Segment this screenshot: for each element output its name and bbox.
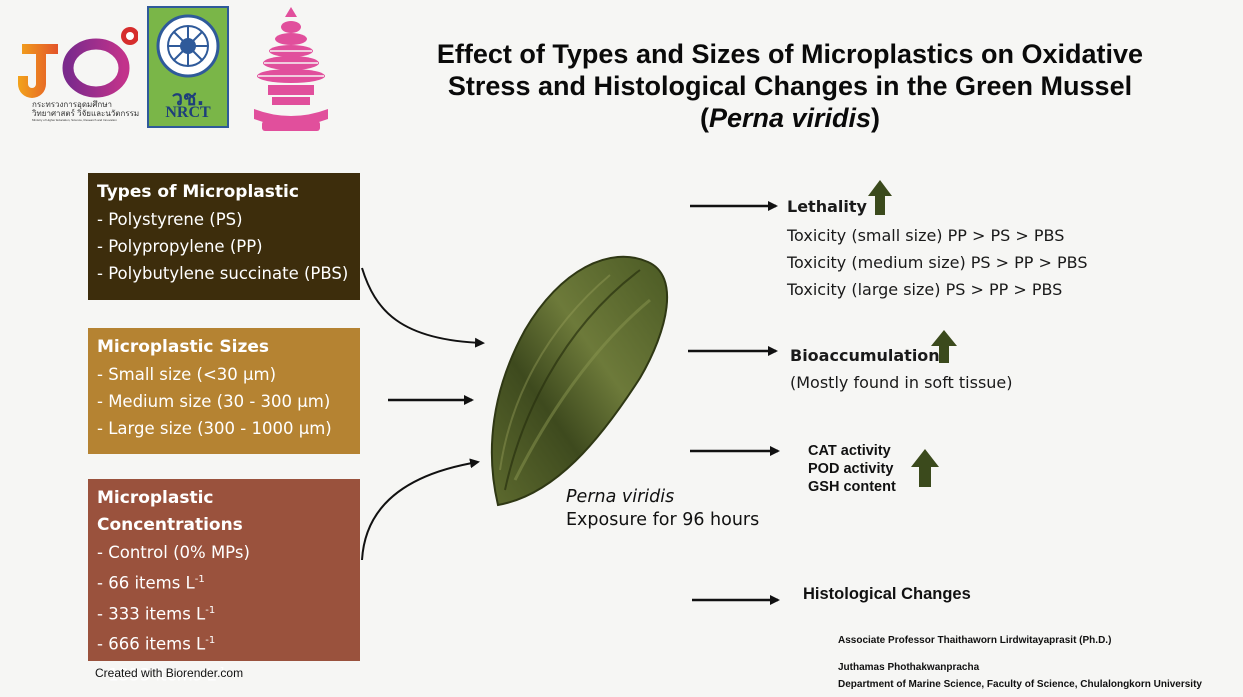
conc-heading: Microplastic Concentrations	[97, 488, 243, 535]
mhesi-text-2: วิทยาศาสตร์ วิจัยและนวัตกรรม	[32, 109, 140, 118]
bioaccumulation-note: (Mostly found in soft tissue)	[790, 373, 1013, 392]
title-line-2: Stress and Histological Changes in the G…	[447, 71, 1133, 101]
nrct-label: NRCT	[165, 104, 211, 121]
credit-professor: Associate Professor Thaithaworn Lirdwita…	[838, 635, 1112, 646]
title-line-1: Effect of Types and Sizes of Microplasti…	[436, 39, 1144, 69]
types-item: - Polystyrene (PS)	[97, 210, 243, 229]
mhesi-logo-graphic	[18, 27, 139, 98]
types-heading: Types of Microplastic	[97, 182, 299, 202]
nrct-thai-label: วช.	[171, 86, 205, 110]
toxicity-small: Toxicity (small size) PP > PS > PBS	[787, 226, 1065, 245]
mhesi-logo: กระทรวงการอุดมศึกษา วิทยาศาสตร์ วิจัยและ…	[18, 22, 139, 127]
conc-exponent: -1	[205, 604, 216, 616]
conc-item: - 666 items L-1	[97, 627, 360, 658]
sizes-item: - Large size (300 - 1000 µm)	[97, 419, 332, 438]
conc-item-text: - 1333 items L	[97, 665, 216, 684]
types-box: Types of Microplastic - Polystyrene (PS)…	[88, 173, 360, 300]
conc-item: - 333 items L-1	[97, 597, 360, 628]
title-paren-open: (	[699, 103, 709, 133]
conc-exponent: -1	[205, 635, 216, 646]
conc-item-control: - Control (0% MPs)	[97, 543, 250, 562]
types-item: - Polypropylene (PP)	[97, 237, 263, 256]
sizes-item: - Small size (<30 µm)	[97, 365, 277, 384]
mussel-shell	[490, 255, 668, 507]
pod-activity: POD activity	[808, 461, 894, 477]
cat-activity: CAT activity	[808, 443, 891, 459]
title-paren-close: )	[871, 103, 881, 133]
mhesi-text-1: กระทรวงการอุดมศึกษา	[32, 100, 112, 109]
poster-title: Effect of Types and Sizes of Microplasti…	[330, 38, 1243, 134]
credit-student: Juthamas Phothakwanpracha	[838, 662, 980, 673]
up-arrow-lethality	[868, 180, 892, 215]
sizes-box: Microplastic Sizes - Small size (<30 µm)…	[88, 328, 360, 454]
nrct-logo: วช. NRCT	[147, 6, 229, 128]
types-item: - Polybutylene succinate (PBS)	[97, 264, 349, 283]
toxicity-list: Toxicity (small size) PP > PS > PBS Toxi…	[787, 222, 1088, 303]
bioaccumulation-label: Bioaccumulation	[790, 346, 940, 365]
arrow-types-to-mussel	[361, 267, 485, 348]
species-caption: Perna viridis Exposure for 96 hours	[566, 486, 759, 532]
exposure-duration: Exposure for 96 hours	[566, 510, 760, 530]
chula-logo	[248, 5, 334, 135]
conc-exponent: -1	[194, 574, 205, 585]
species-name: Perna viridis	[566, 487, 675, 507]
concentrations-box: Microplastic Concentrations - Control (0…	[88, 479, 360, 684]
conc-item-text: - 66 items L	[97, 573, 195, 593]
gsh-content: GSH content	[808, 479, 896, 495]
credit-department: Department of Marine Science, Faculty of…	[838, 679, 1202, 690]
up-arrow-oxidative	[911, 449, 939, 487]
lethality-label: Lethality	[787, 197, 867, 216]
mhesi-text-3: Ministry of Higher Education, Science, R…	[32, 118, 117, 122]
sizes-heading: Microplastic Sizes	[97, 337, 270, 357]
conc-exponent: -1	[215, 665, 226, 677]
oxidative-markers: CAT activity POD activity GSH content	[808, 442, 896, 496]
title-line-3: (Perna viridis)	[330, 102, 1243, 134]
biorender-credit: Created with Biorender.com	[95, 666, 244, 680]
toxicity-medium: Toxicity (medium size) PS > PP > PBS	[787, 253, 1088, 272]
nrct-emblem	[156, 14, 220, 78]
toxicity-large: Toxicity (large size) PS > PP > PBS	[787, 280, 1063, 299]
histology-label: Histological Changes	[803, 585, 971, 603]
title-species: Perna viridis	[708, 103, 872, 133]
conc-item: - 1333 items L-1	[97, 658, 360, 689]
chula-emblem	[254, 7, 328, 131]
conc-item-text: - 666 items L	[97, 634, 206, 654]
arrow-conc-to-mussel	[361, 458, 480, 561]
conc-item-text: - 333 items L	[97, 604, 206, 623]
conc-item: - 66 items L-1	[97, 566, 360, 597]
sizes-item: - Medium size (30 - 300 µm)	[97, 392, 331, 411]
up-arrow-bioaccumulation	[931, 330, 957, 363]
